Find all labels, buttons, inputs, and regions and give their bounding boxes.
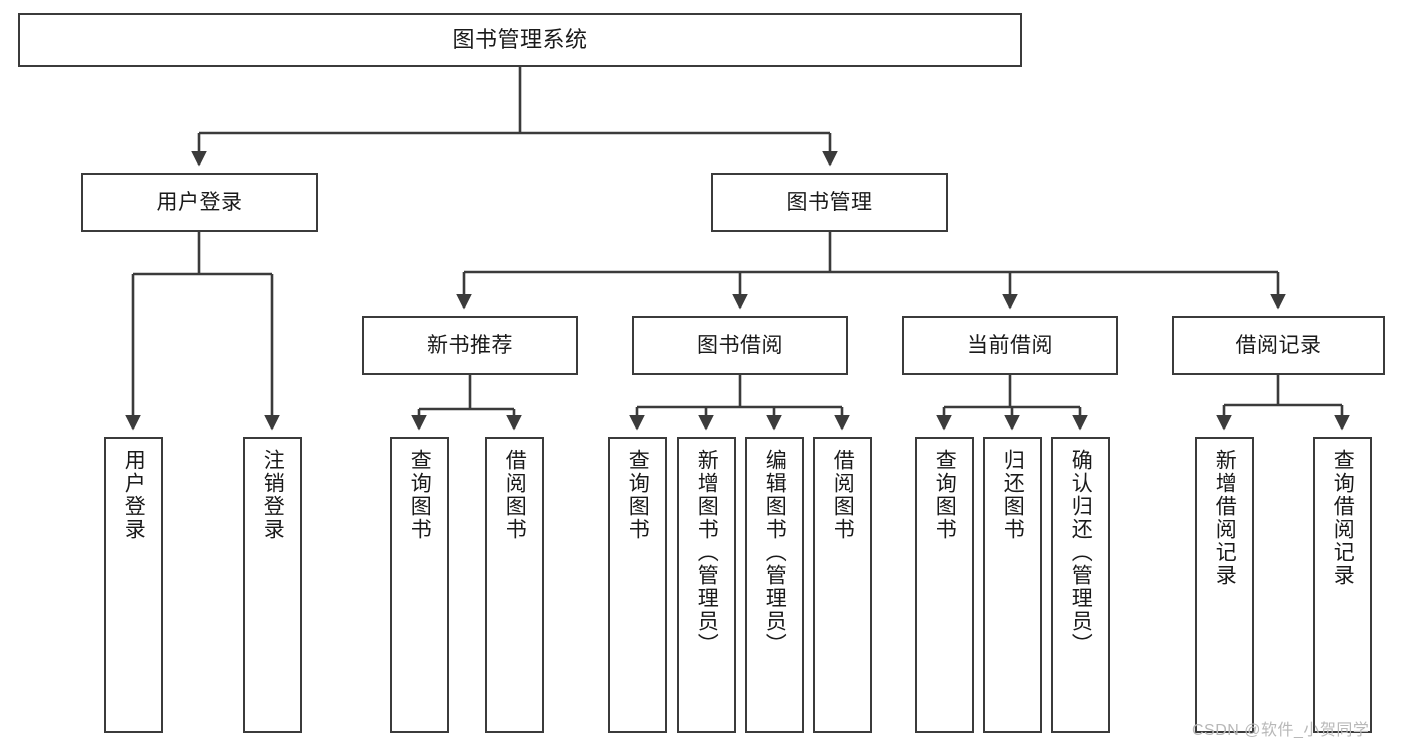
node-leaf-return-book[interactable]: 归还图书 bbox=[983, 437, 1042, 733]
node-leaf-query-book-3[interactable]: 查询图书 bbox=[915, 437, 974, 733]
node-borrow-record-label: 借阅记录 bbox=[1235, 333, 1322, 357]
node-root-label: 图书管理系统 bbox=[452, 26, 588, 52]
node-leaf-confirm-return-label: 确认归还（管理员） bbox=[1069, 449, 1093, 656]
node-current-borrow-label: 当前借阅 bbox=[967, 333, 1053, 357]
node-user-login-label: 用户登录 bbox=[156, 190, 243, 214]
node-leaf-user-login-label: 用户登录 bbox=[122, 449, 146, 541]
node-new-book-recommend[interactable]: 新书推荐 bbox=[362, 316, 578, 375]
node-book-borrow-label: 图书借阅 bbox=[697, 333, 783, 357]
node-leaf-borrow-book-2-label: 借阅图书 bbox=[831, 449, 855, 541]
node-leaf-add-book-label: 新增图书（管理员） bbox=[695, 449, 719, 656]
node-leaf-query-record-label: 查询借阅记录 bbox=[1331, 449, 1355, 587]
node-leaf-edit-book[interactable]: 编辑图书（管理员） bbox=[745, 437, 804, 733]
node-leaf-query-book-3-label: 查询图书 bbox=[933, 449, 957, 541]
node-leaf-query-book-1[interactable]: 查询图书 bbox=[390, 437, 449, 733]
node-leaf-borrow-book-1-label: 借阅图书 bbox=[503, 449, 527, 541]
node-new-book-recommend-label: 新书推荐 bbox=[427, 333, 513, 357]
node-leaf-add-record[interactable]: 新增借阅记录 bbox=[1195, 437, 1254, 733]
node-leaf-query-book-1-label: 查询图书 bbox=[408, 449, 432, 541]
node-leaf-return-book-label: 归还图书 bbox=[1001, 449, 1025, 541]
node-borrow-record[interactable]: 借阅记录 bbox=[1172, 316, 1385, 375]
node-leaf-query-book-2[interactable]: 查询图书 bbox=[608, 437, 667, 733]
node-leaf-edit-book-label: 编辑图书（管理员） bbox=[763, 449, 787, 656]
node-leaf-add-record-label: 新增借阅记录 bbox=[1213, 449, 1237, 587]
node-current-borrow[interactable]: 当前借阅 bbox=[902, 316, 1118, 375]
node-book-manage-label: 图书管理 bbox=[786, 190, 873, 214]
node-book-borrow[interactable]: 图书借阅 bbox=[632, 316, 848, 375]
node-leaf-borrow-book-2[interactable]: 借阅图书 bbox=[813, 437, 872, 733]
node-leaf-logout-login[interactable]: 注销登录 bbox=[243, 437, 302, 733]
node-root[interactable]: 图书管理系统 bbox=[18, 13, 1022, 67]
node-leaf-user-login[interactable]: 用户登录 bbox=[104, 437, 163, 733]
node-leaf-query-book-2-label: 查询图书 bbox=[626, 449, 650, 541]
node-leaf-borrow-book-1[interactable]: 借阅图书 bbox=[485, 437, 544, 733]
node-leaf-query-record[interactable]: 查询借阅记录 bbox=[1313, 437, 1372, 733]
node-leaf-confirm-return[interactable]: 确认归还（管理员） bbox=[1051, 437, 1110, 733]
node-leaf-logout-login-label: 注销登录 bbox=[261, 449, 285, 541]
node-book-manage[interactable]: 图书管理 bbox=[711, 173, 948, 232]
csdn-watermark: CSDN @软件_小贺同学 bbox=[1192, 722, 1370, 739]
node-user-login[interactable]: 用户登录 bbox=[81, 173, 318, 232]
node-leaf-add-book[interactable]: 新增图书（管理员） bbox=[677, 437, 736, 733]
